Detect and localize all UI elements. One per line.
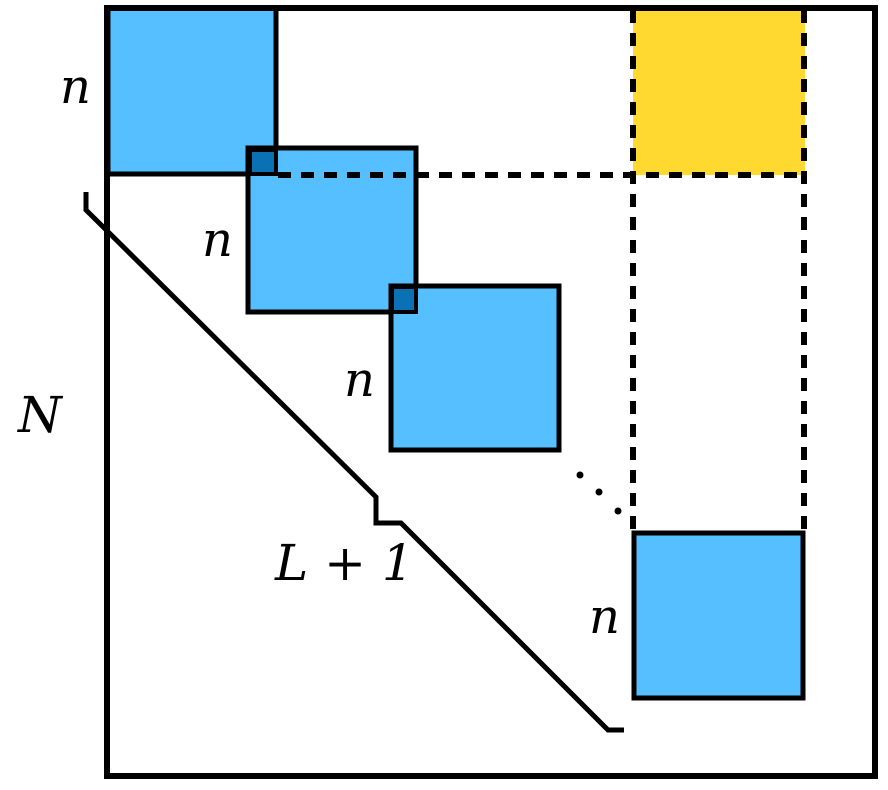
block-size-label-2: n [202, 212, 233, 268]
block-size-label-4: n [589, 589, 620, 645]
continuation-dots [576, 471, 622, 515]
diagonal-block-4 [631, 530, 806, 701]
matrix-size-label: N [17, 386, 64, 444]
diagonal-block-3 [388, 283, 562, 453]
overlap-square-2 [390, 285, 418, 314]
overlap-square-1 [248, 148, 278, 176]
bandwidth-bracket [83, 192, 624, 733]
matrix-border [104, 5, 878, 779]
block-size-label-3: n [344, 352, 375, 408]
bandwidth-label: L + 1 [274, 534, 414, 592]
highlight-block [633, 8, 805, 175]
block-size-label-1: n [60, 59, 91, 115]
dashed-projection [278, 10, 807, 533]
